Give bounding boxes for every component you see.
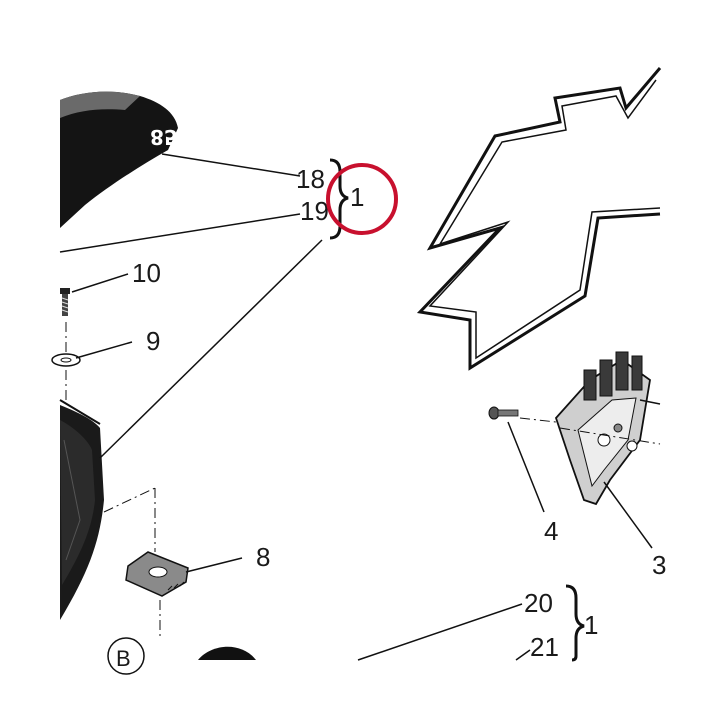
badge-panel-part: 8530 bbox=[60, 91, 206, 229]
callout-21: 21 bbox=[530, 632, 559, 662]
callout-1-bottom: 1 bbox=[584, 610, 598, 640]
leader-lines bbox=[59, 153, 653, 661]
brace-bottom bbox=[565, 584, 585, 662]
callout-4: 4 bbox=[544, 516, 558, 546]
grouping-braces bbox=[329, 158, 585, 662]
callout-labels: 18 19 1 10 9 8 4 3 20 21 1 B bbox=[116, 164, 666, 671]
highlight-circle bbox=[326, 163, 398, 235]
brace-top bbox=[329, 158, 349, 240]
callout-18: 18 bbox=[296, 164, 325, 194]
clip-nut-part-8 bbox=[125, 551, 189, 597]
callout-b: B bbox=[116, 646, 131, 671]
side-fairing-part bbox=[59, 399, 104, 620]
callout-8: 8 bbox=[256, 542, 270, 572]
callout-19: 19 bbox=[300, 196, 329, 226]
washer-part-9 bbox=[51, 353, 81, 367]
center-lines bbox=[65, 322, 661, 636]
callout-9: 9 bbox=[146, 326, 160, 356]
callout-20: 20 bbox=[524, 588, 553, 618]
bracket-assembly-part-3 bbox=[554, 351, 661, 506]
callout-3: 3 bbox=[652, 550, 666, 580]
screw-part-10 bbox=[60, 288, 70, 316]
fairing-outline-part bbox=[416, 67, 662, 371]
callout-1-top: 1 bbox=[350, 182, 364, 212]
badge-logo-text: 8530 bbox=[150, 125, 206, 149]
screw-part-4 bbox=[488, 406, 519, 420]
callout-10: 10 bbox=[132, 258, 161, 288]
bottom-parts-partial bbox=[107, 637, 256, 675]
